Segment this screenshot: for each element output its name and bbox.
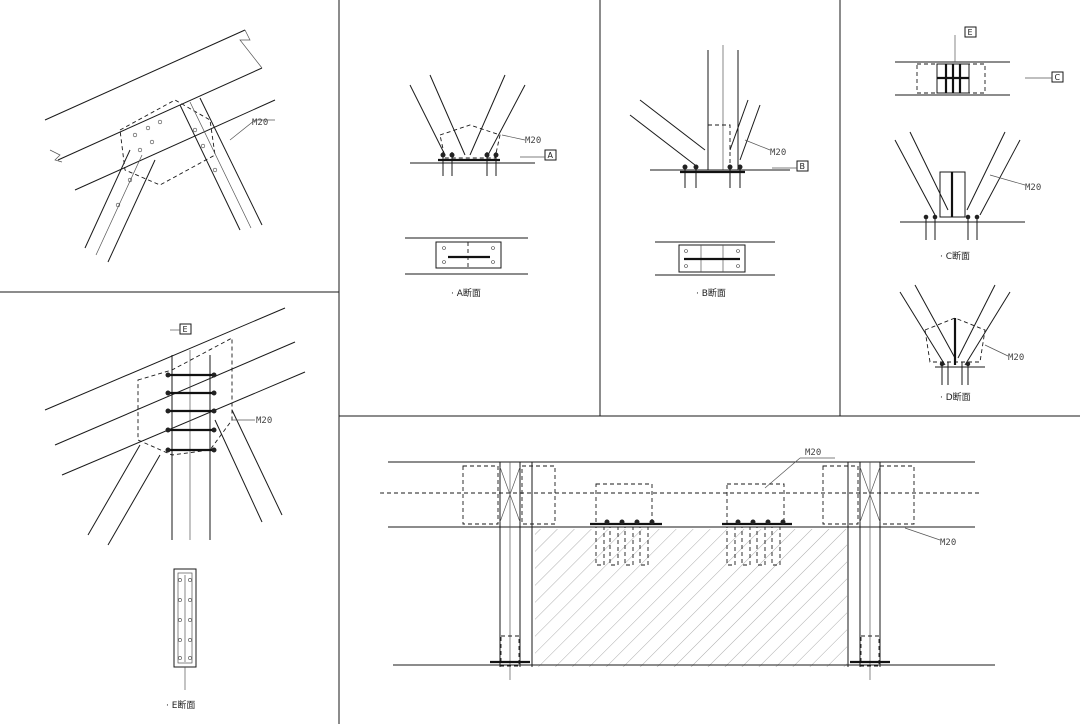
section-b-caption: · B断面 [696,287,726,299]
detail-top-left: M20 [44,29,276,263]
b-section-plate [678,244,746,273]
section-c-caption: · C断面 [940,250,970,262]
detail-c-d: E C M20 · C断面 [894,26,1064,403]
section-mark-e-ref: E [968,28,973,37]
bolt-spec-label: M20 [525,136,541,146]
section-d-caption: · D断面 [940,391,971,403]
section-mark-b: B [800,162,806,171]
hatched-infill [535,529,847,667]
bolt-spec-label: M20 [1025,183,1041,193]
section-mark-a: A [548,151,554,160]
bolt-spec-label: M20 [256,416,272,426]
bolt-spec-label: M20 [252,118,268,128]
bolt-spec-label: M20 [940,538,956,548]
detail-b: M20 B · B断面 [629,45,809,299]
section-mark-c: C [1055,73,1061,82]
gusset-plate-e [137,337,233,456]
detail-a: M20 A · A断面 [405,74,557,299]
section-mark-e: E [183,325,188,334]
gusset-plate [119,99,216,186]
bolt-spec-label: M20 [805,448,821,458]
bolt-spec-label: M20 [1008,353,1024,363]
bolt-spec-label: M20 [770,148,786,158]
detail-elevation: M20 M20 [380,448,995,680]
a-section-plate [435,241,502,269]
section-e-caption: · E断面 [166,699,195,711]
detail-bottom-left: E M20 · E断面 [44,307,306,711]
section-a-caption: · A断面 [451,287,481,299]
